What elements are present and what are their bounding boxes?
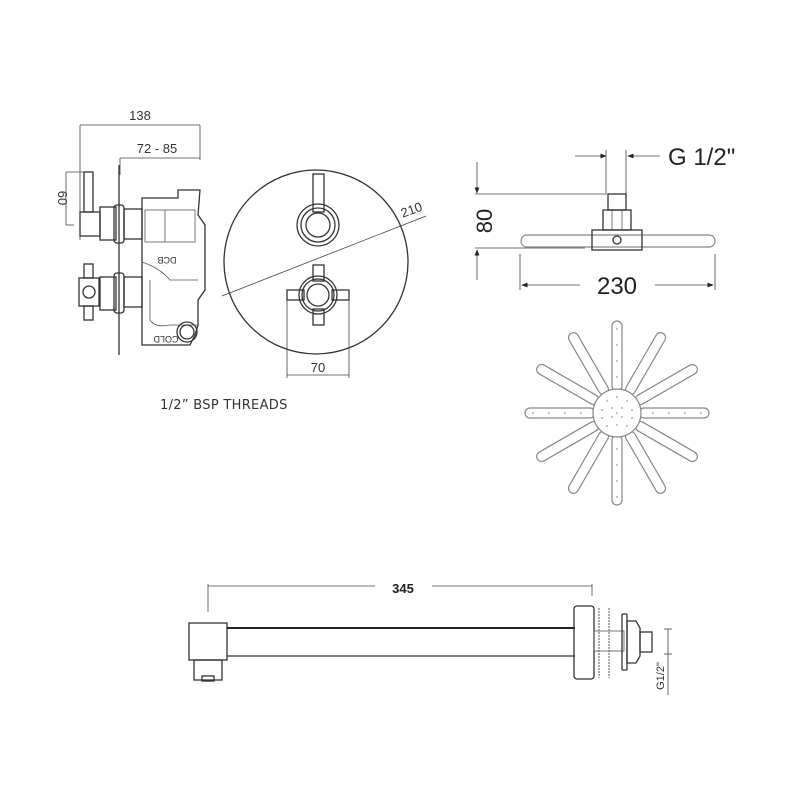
shower-arm-view: 345 G1/2"	[188, 581, 672, 695]
label-dcb: DCB	[157, 255, 176, 265]
dim-345: 345	[392, 581, 414, 596]
dim-80: 80	[472, 209, 497, 233]
valve-side-view: 138 72 - 85 60 DCB COLD	[55, 108, 206, 355]
dim-72-85: 72 - 85	[137, 141, 177, 156]
dim-g-half-inch: G 1/2"	[668, 144, 735, 171]
label-cold: COLD	[153, 334, 179, 344]
dim-60: 60	[55, 191, 70, 205]
dim-210: 210	[399, 199, 425, 221]
shower-head-side-view: G 1/2" 80 230	[472, 144, 735, 300]
valve-front-view: 210 70	[221, 169, 427, 378]
thread-caption: 1/2” BSP THREADS	[160, 398, 288, 413]
dim-70: 70	[311, 360, 325, 375]
shower-head-top-view	[524, 320, 710, 506]
dim-g1-2: G1/2"	[655, 662, 667, 690]
dim-230: 230	[597, 273, 637, 300]
dim-138: 138	[129, 108, 151, 123]
